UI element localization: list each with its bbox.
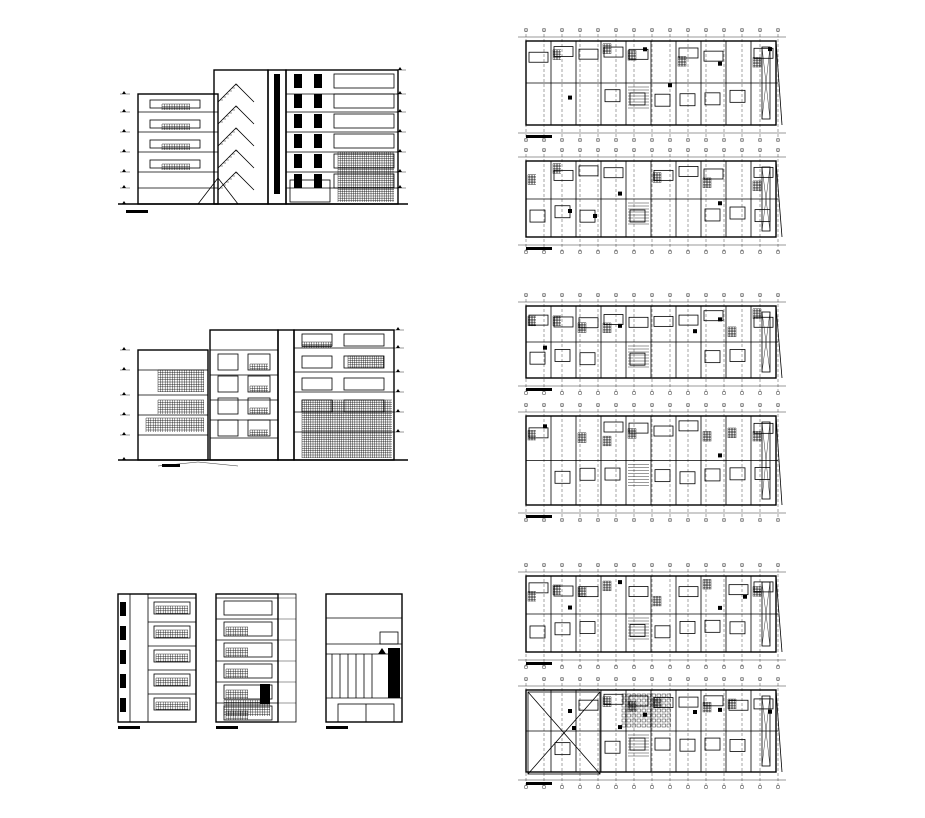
building-section-b bbox=[118, 320, 408, 470]
plan-5-drawing bbox=[518, 563, 786, 669]
plan-4-drawing bbox=[518, 403, 786, 522]
elevation-front-drawing bbox=[117, 593, 197, 729]
elevation-front bbox=[112, 588, 202, 736]
building-section-a bbox=[118, 60, 408, 220]
plan-3-drawing bbox=[518, 293, 786, 395]
floor-plan-1 bbox=[512, 25, 792, 145]
section-a-drawing bbox=[118, 67, 408, 213]
floor-plan-3 bbox=[512, 290, 792, 398]
elevation-side bbox=[210, 588, 302, 736]
elevation-side-drawing bbox=[215, 593, 297, 729]
floor-plan-4 bbox=[512, 400, 792, 525]
plan-6-drawing bbox=[518, 677, 786, 789]
plan-2-drawing bbox=[518, 148, 786, 254]
floor-plan-6 bbox=[512, 674, 792, 792]
elevation-rear-drawing bbox=[325, 593, 403, 729]
floor-plan-2 bbox=[512, 145, 792, 257]
elevation-rear bbox=[318, 588, 410, 736]
section-b-drawing bbox=[118, 327, 408, 467]
plan-1-drawing bbox=[518, 28, 786, 142]
floor-plan-5 bbox=[512, 560, 792, 672]
